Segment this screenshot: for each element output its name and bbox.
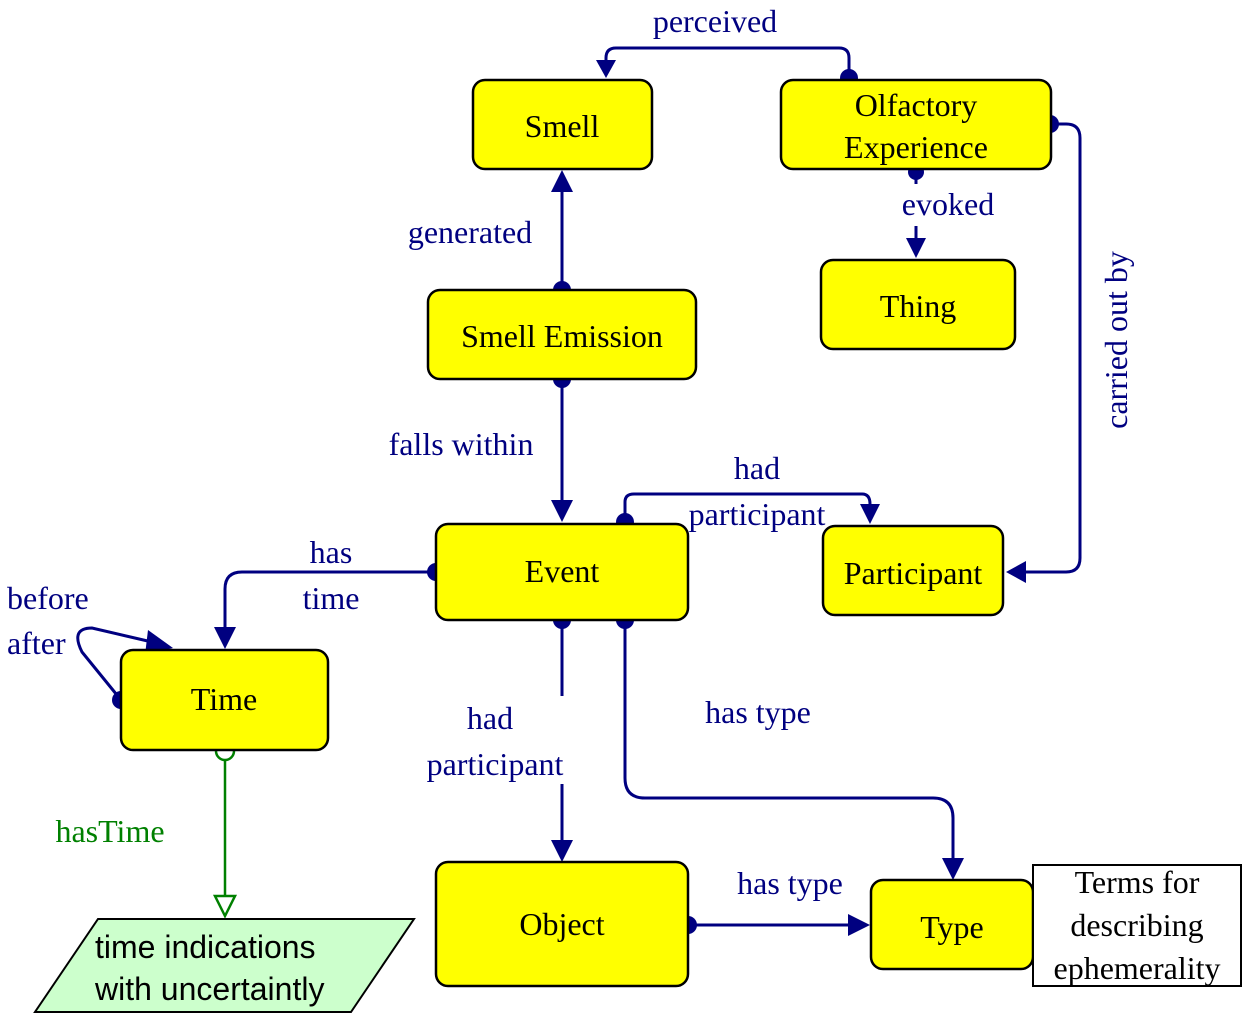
edge-label-has-time-2: time bbox=[303, 580, 360, 616]
node-olfactory-experience[interactable]: Olfactory Experience bbox=[779, 78, 1053, 171]
edge-perceived: perceived bbox=[596, 3, 858, 87]
edge-label-has-type-object: has type bbox=[737, 865, 843, 901]
node-smell[interactable]: Smell bbox=[471, 78, 654, 171]
node-participant[interactable]: Participant bbox=[821, 524, 1005, 617]
edge-label-after: after bbox=[7, 625, 66, 661]
literal-time-indications[interactable]: time indications with uncertaintly bbox=[33, 918, 416, 1013]
edge-label-falls-within: falls within bbox=[389, 426, 534, 462]
edge-label-had-participant-bottom-2: participant bbox=[427, 746, 564, 782]
node-label-olfactory-1: Olfactory bbox=[855, 87, 978, 123]
node-label-time: Time bbox=[191, 681, 257, 717]
note-line-3: ephemerality bbox=[1053, 950, 1220, 986]
edge-carried-out-by: carried out by bbox=[1006, 115, 1134, 583]
edge-had-participant-top: had participant bbox=[616, 450, 880, 532]
edge-label-generated: generated bbox=[408, 214, 532, 250]
node-object[interactable]: Object bbox=[434, 860, 690, 988]
edge-evoked: evoked bbox=[902, 164, 994, 258]
edge-label-has-time-1: has bbox=[310, 534, 353, 570]
edge-label-has-type-event: has type bbox=[705, 694, 811, 730]
edge-falls-within: falls within bbox=[389, 370, 573, 522]
edge-label-perceived: perceived bbox=[653, 3, 777, 39]
node-time[interactable]: Time bbox=[119, 648, 330, 752]
edge-has-time-literal: hasTime bbox=[55, 740, 238, 919]
node-label-object: Object bbox=[519, 906, 604, 942]
note-ephemerality: Terms for describing ephemerality bbox=[1032, 864, 1242, 987]
note-line-1: Terms for bbox=[1075, 864, 1200, 900]
node-label-thing: Thing bbox=[880, 288, 956, 324]
literal-line-2: with uncertaintly bbox=[94, 971, 324, 1007]
literal-line-1: time indications bbox=[95, 929, 316, 965]
node-label-type: Type bbox=[920, 909, 984, 945]
note-line-2: describing bbox=[1070, 907, 1203, 943]
node-label-smell-emission: Smell Emission bbox=[461, 318, 663, 354]
node-label-event: Event bbox=[525, 553, 600, 589]
node-label-olfactory-2: Experience bbox=[844, 129, 988, 165]
node-event[interactable]: Event bbox=[434, 522, 690, 622]
edge-had-participant-bottom: had participant bbox=[427, 611, 573, 862]
edge-label-had-participant-top-1: had bbox=[734, 450, 780, 486]
edge-has-time: has time bbox=[214, 534, 445, 649]
edge-has-type-object: has type bbox=[679, 865, 870, 936]
node-label-participant: Participant bbox=[844, 555, 983, 591]
node-thing[interactable]: Thing bbox=[819, 258, 1017, 351]
node-label-smell: Smell bbox=[525, 108, 600, 144]
node-type[interactable]: Type bbox=[869, 878, 1035, 971]
edge-label-had-participant-top-2: participant bbox=[689, 496, 826, 532]
edge-label-evoked: evoked bbox=[902, 186, 994, 222]
edge-has-type-event: has type bbox=[616, 611, 964, 880]
edge-label-carried-out-by: carried out by bbox=[1098, 251, 1134, 429]
node-smell-emission[interactable]: Smell Emission bbox=[426, 288, 698, 381]
edge-label-before: before bbox=[7, 580, 89, 616]
edge-label-had-participant-bottom-1: had bbox=[467, 700, 513, 736]
edge-generated: generated bbox=[408, 170, 573, 299]
edge-label-has-time-literal: hasTime bbox=[55, 813, 164, 849]
